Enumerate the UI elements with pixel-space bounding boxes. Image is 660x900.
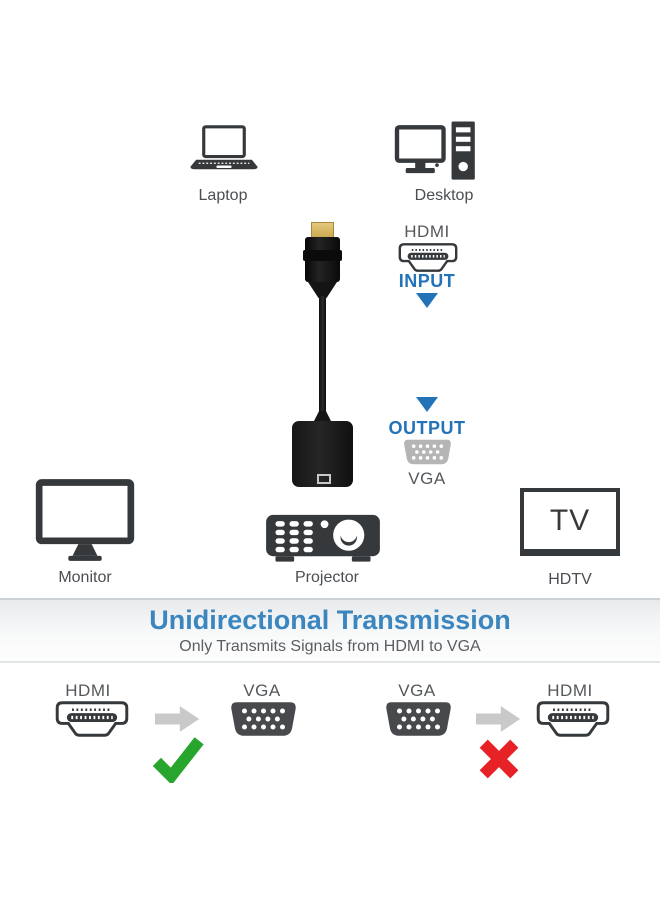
output-label: OUTPUT	[388, 418, 466, 438]
input-label: INPUT	[398, 271, 456, 291]
projector-icon	[266, 514, 380, 562]
banner-subtitle: Only Transmits Signals from HDMI to VGA	[179, 638, 481, 655]
allowed-from-label: HDMI	[65, 681, 111, 700]
monitor-icon	[35, 479, 135, 561]
adapter-strain-relief	[313, 411, 332, 423]
hdmi-connector-icon	[536, 701, 610, 737]
right-arrow-icon	[155, 706, 200, 732]
blocked-from-label: VGA	[398, 681, 436, 700]
check-icon	[152, 737, 204, 783]
vga-connector-icon-dark	[386, 702, 451, 736]
adapter-vga-housing	[292, 421, 353, 487]
banner: Unidirectional Transmission Only Transmi…	[0, 598, 660, 663]
output-triangle-icon	[416, 397, 438, 412]
input-triangle-icon	[416, 293, 438, 308]
allowed-to-label: VGA	[243, 681, 281, 700]
adapter-cable	[319, 296, 326, 418]
hdmi-connector-icon	[398, 243, 458, 272]
adapter-monitor-glyph	[317, 474, 331, 484]
hdtv-tv-text: TV	[549, 503, 591, 537]
desktop-icon	[394, 121, 475, 180]
right-arrow-icon	[476, 706, 521, 732]
projector-label: Projector	[294, 569, 360, 586]
laptop-label: Laptop	[198, 187, 248, 204]
cross-icon	[479, 739, 519, 779]
desktop-label: Desktop	[414, 187, 474, 204]
hdtv-icon: TV	[520, 488, 620, 556]
adapter-hdmi-gold-tip	[311, 222, 334, 238]
laptop-icon	[190, 125, 258, 170]
vga-output-connector-label: VGA	[408, 469, 446, 488]
hdmi-connector-icon	[55, 701, 129, 737]
vga-connector-icon-gray	[404, 439, 451, 465]
hdtv-label: HDTV	[548, 571, 592, 588]
blocked-to-label: HDMI	[547, 681, 593, 700]
monitor-label: Monitor	[58, 569, 112, 586]
hdmi-input-connector-label: HDMI	[404, 222, 450, 241]
banner-title: Unidirectional Transmission	[149, 605, 511, 635]
adapter-plug-ridge	[303, 250, 342, 261]
vga-connector-icon-dark	[231, 702, 296, 736]
